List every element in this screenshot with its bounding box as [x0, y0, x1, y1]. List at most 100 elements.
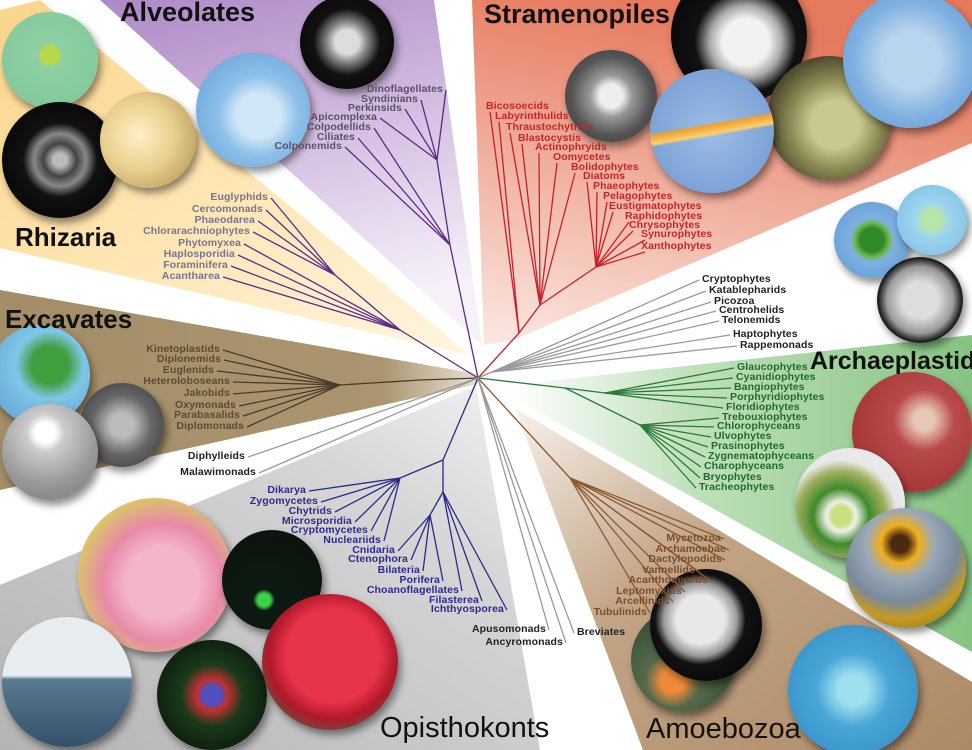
taxon-label-chytrids: Chytrids — [288, 504, 332, 517]
taxon-label-ctenophora: Ctenophora — [348, 552, 408, 565]
taxon-label-microsporidia: Microsporidia — [281, 514, 352, 527]
taxon-label-xanthophytes: Xanthophytes — [641, 239, 712, 252]
photo-opisthokont-coral — [78, 498, 232, 652]
taxon-label-syndinians: Syndinians — [360, 92, 418, 105]
taxon-label-diatoms: Diatoms — [583, 169, 626, 182]
taxon-branch — [216, 370, 341, 386]
taxon-label-oomycetes: Oomycetes — [553, 150, 611, 163]
taxon-branch — [509, 132, 541, 306]
taxon-branch — [604, 377, 734, 394]
taxon-label-ichthyosporea: Ichthyosporea — [430, 602, 504, 615]
taxon-label-raphidophytes: Raphidophytes — [625, 209, 703, 222]
taxon-label-vannellids: Vannellids — [642, 563, 695, 576]
taxon-label-filasterea: Filasterea — [428, 593, 479, 606]
taxon-label-actinophryids: Actinophryids — [535, 140, 607, 153]
taxon-branch — [586, 181, 597, 268]
taxon-branch — [569, 477, 712, 582]
taxon-branch — [243, 243, 401, 331]
taxon-branch — [270, 197, 336, 276]
taxon-label-katablepharids: Katablepharids — [709, 283, 787, 296]
photo-stramenopile-blue-cell — [843, 0, 972, 128]
taxon-label-acantharea: Acantharea — [161, 269, 220, 282]
taxon-branch — [538, 152, 541, 306]
taxon-label-chlorarachniophytes: Chlorarachniophytes — [143, 224, 250, 237]
taxon-label-blastocystis: Blastocystis — [518, 131, 582, 144]
taxon-label-breviates: Breviates — [577, 625, 626, 638]
taxon-branch — [491, 279, 700, 373]
taxon-label-kinetoplastids: Kinetoplastids — [146, 342, 220, 355]
stramenopiles-branch — [539, 266, 597, 306]
taxon-label-choanoflagellates: Choanoflagellates — [366, 583, 459, 596]
taxon-branch — [242, 384, 341, 417]
taxon-branch — [604, 367, 735, 394]
taxon-label-cryptomycetes: Cryptomycetes — [290, 523, 368, 536]
photo-rhizaria-foraminifera — [100, 92, 196, 188]
taxon-branch — [639, 424, 715, 428]
taxon-label-dinoflagellates: Dinoflagellates — [366, 82, 443, 95]
taxon-branch — [410, 514, 431, 561]
taxon-branch — [237, 254, 401, 331]
taxon-branch — [422, 514, 431, 572]
taxon-branch — [498, 121, 520, 334]
taxon-branch — [569, 477, 726, 561]
taxon-label-thraustochytrids: Thraustochytrids — [506, 120, 594, 133]
photo-cryptophyte-cell — [897, 185, 967, 255]
taxon-branch — [238, 384, 341, 407]
taxon-branch — [569, 477, 674, 603]
taxon-label-porifera: Porifera — [399, 573, 440, 586]
taxon-label-dactylopodids: Dactylopodids — [648, 552, 722, 565]
taxon-label-perkinsids: Perkinsids — [347, 101, 402, 114]
taxon-label-acanthomyxids: Acanthomyxids — [628, 573, 708, 586]
taxon-branch — [595, 230, 634, 268]
taxon-label-archamoebae: Archamoebae — [655, 542, 726, 555]
taxon-label-euglyphids: Euglyphids — [210, 190, 268, 203]
taxon-branch — [639, 424, 702, 468]
stramenopiles-branch — [477, 332, 520, 379]
taxon-branch — [491, 290, 707, 373]
taxon-branch — [639, 424, 706, 458]
taxon-branch — [639, 417, 720, 426]
taxon-label-zygnematophyceans: Zygnematophyceans — [708, 449, 815, 462]
rhizaria-wedge — [0, 0, 470, 355]
taxon-label-bryophytes: Bryophytes — [703, 470, 762, 483]
taxon-branch — [257, 220, 336, 276]
alveolates-branch — [436, 159, 451, 246]
excavates-branch — [339, 379, 421, 386]
taxon-branch — [258, 377, 479, 474]
taxon-label-charophyceans: Charophyceans — [704, 459, 785, 472]
taxon-label-bilateria: Bilateria — [377, 563, 420, 576]
taxon-branch — [491, 310, 717, 373]
taxon-branch — [477, 377, 567, 644]
title-excavates: Excavates — [5, 304, 133, 334]
title-alveolates: Alveolates — [120, 0, 256, 27]
taxon-label-haptophytes: Haptophytes — [733, 327, 798, 340]
rhizaria-branch — [334, 274, 401, 331]
taxon-label-zygomycetes: Zygomycetes — [249, 494, 318, 507]
taxon-label-ulvophytes: Ulvophytes — [714, 429, 772, 442]
photo-archaeplastid-sunflower — [846, 508, 966, 628]
taxon-label-dikarya: Dikarya — [267, 483, 306, 496]
taxon-label-prasinophytes: Prasinophytes — [711, 439, 785, 452]
photo-alveolate-tintinnid — [300, 0, 394, 89]
taxon-label-ancyromonads: Ancyromonads — [485, 635, 563, 648]
taxon-label-porphyridiophytes: Porphyridiophytes — [730, 390, 825, 403]
taxon-label-apusomonads: Apusomonads — [471, 622, 546, 635]
taxon-branch — [639, 424, 697, 489]
taxon-label-apicomplexa: Apicomplexa — [310, 110, 377, 123]
photo-amoebozoa-blue-amoeba — [788, 625, 918, 750]
taxon-label-nucleariids: Nucleariids — [323, 533, 381, 546]
taxon-branch — [595, 251, 646, 268]
taxon-branch — [222, 349, 341, 386]
taxon-label-mycetozoa: Mycetozoa — [666, 531, 721, 544]
taxon-label-synurophytes: Synurophytes — [641, 227, 713, 240]
taxon-branch — [491, 320, 720, 373]
photo-excavate-sem-round — [2, 404, 98, 500]
title-stramenopiles: Stramenopiles — [484, 0, 671, 29]
taxon-branch — [429, 514, 444, 582]
taxon-label-malawimonads: Malawimonads — [180, 465, 256, 478]
taxon-branch — [265, 209, 336, 276]
taxon-label-trebouxiophytes: Trebouxiophytes — [722, 410, 808, 423]
taxon-label-ciliates: Ciliates — [316, 130, 355, 143]
taxon-label-picozoa: Picozoa — [714, 294, 755, 307]
taxon-label-euglenids: Euglenids — [162, 363, 214, 376]
